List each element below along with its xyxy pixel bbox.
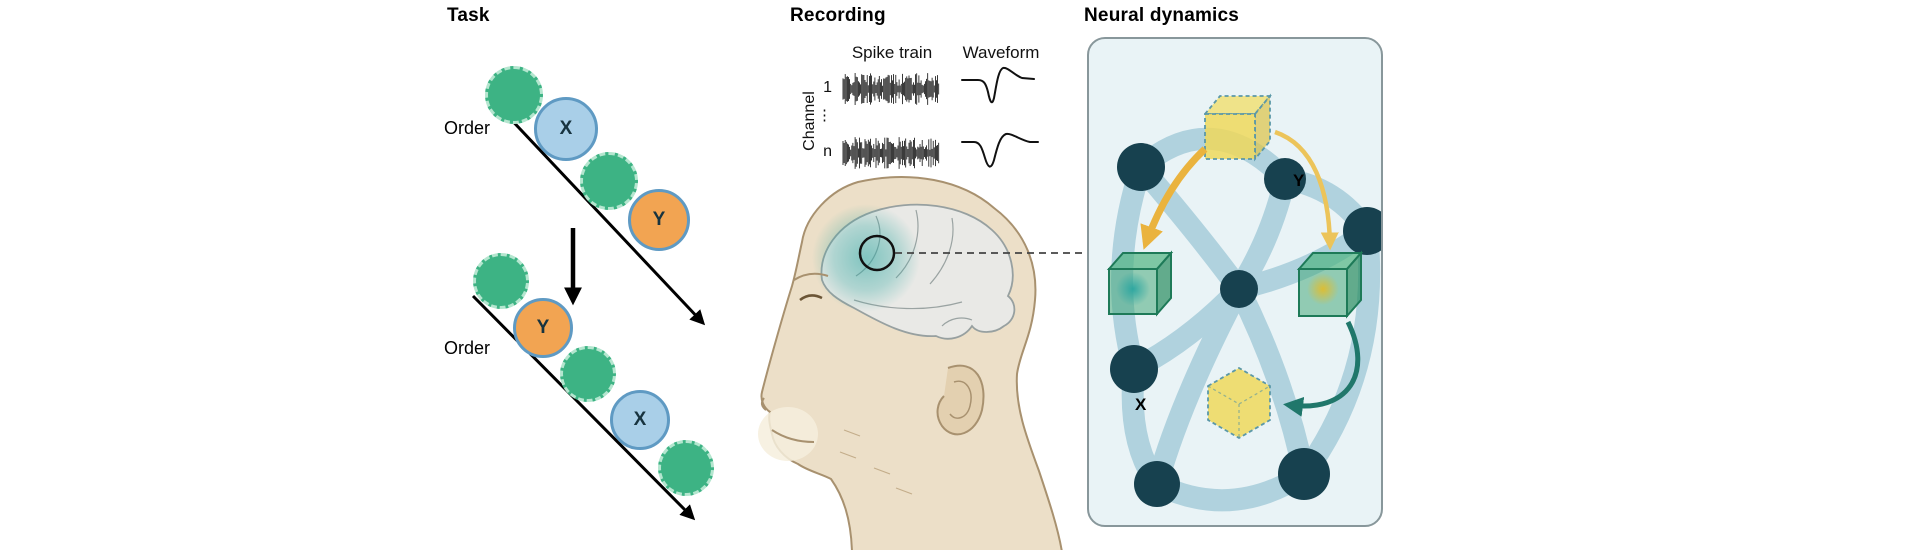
monkey-ear-inner xyxy=(949,380,972,419)
sequence2-order-label: Order xyxy=(444,338,491,358)
transition-arrow-y-to-right-state xyxy=(1274,129,1339,251)
monkey-head-illustration xyxy=(758,176,1088,550)
task-item-x-circle: X xyxy=(534,97,598,161)
monkey-muzzle xyxy=(758,407,818,461)
task-sequence-arrows xyxy=(471,93,706,521)
neural-state-y-label: Y xyxy=(1293,171,1305,190)
task-item-circle xyxy=(560,346,616,402)
task-item-x-circle: X xyxy=(610,390,670,450)
task-item-y-label: Y xyxy=(652,209,666,230)
task-item-x-label: X xyxy=(633,409,647,430)
task-item-circle xyxy=(580,152,638,210)
monkey-face-details xyxy=(760,272,829,443)
task-item-y-label: Y xyxy=(536,317,550,338)
neural-state-space-graphic xyxy=(1106,93,1381,512)
task-item-circle xyxy=(485,66,543,124)
channel-1-label: 1 xyxy=(823,79,832,96)
recording-panel-title: Recording xyxy=(790,5,886,26)
neural-dynamics-panel-title: Neural dynamics xyxy=(1084,5,1240,26)
sequence2-order-arrow xyxy=(471,294,696,521)
task-item-y-circle: Y xyxy=(628,189,690,251)
task-item-circle xyxy=(473,253,529,309)
recording-region-highlight xyxy=(812,204,920,312)
neural-dynamics-panel: Y X xyxy=(1087,37,1383,527)
transition-arrow-to-x-state xyxy=(1283,320,1361,417)
spike-train-channel-n xyxy=(842,137,940,169)
task-item-y-circle: Y xyxy=(513,298,573,358)
monkey-fur-strokes xyxy=(839,429,913,495)
recording-site-circle xyxy=(858,234,896,272)
monkey-ear xyxy=(936,364,985,436)
network-nodes xyxy=(1110,143,1381,507)
sequence1-order-arrow xyxy=(486,93,706,326)
left-cube-teal-glow xyxy=(1116,272,1150,306)
waveform-column-label: Waveform xyxy=(962,43,1040,62)
waveform-channel-n xyxy=(961,132,1039,168)
channel-n-label: n xyxy=(823,143,832,160)
state-cube-y xyxy=(1203,93,1272,162)
spike-train-column-label: Spike train xyxy=(851,43,933,62)
task-item-x-label: X xyxy=(559,118,573,139)
transition-arrow-y-to-left-state xyxy=(1140,146,1208,250)
right-cube-yellow-glow xyxy=(1307,273,1339,305)
channel-ellipsis: ⋮ xyxy=(817,107,832,124)
task-panel-title: Task xyxy=(447,5,490,26)
spike-train-channel-1 xyxy=(842,73,940,105)
state-hexagon-x xyxy=(1207,366,1271,440)
waveform-channel-1 xyxy=(961,66,1035,104)
neural-state-x-label: X xyxy=(1135,395,1147,414)
sequence1-order-label: Order xyxy=(444,118,491,138)
task-item-circle xyxy=(658,440,714,496)
network-bands xyxy=(1111,127,1381,512)
